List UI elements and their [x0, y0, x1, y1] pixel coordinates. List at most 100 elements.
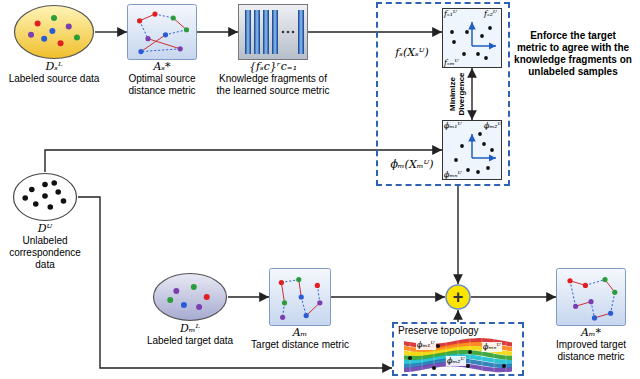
graph-link	[173, 18, 186, 30]
data-dot	[74, 35, 80, 41]
fragment-box: {fₛc}ʳc₌₁Knowledge fragments of the lear…	[212, 4, 334, 97]
set-symbol: Dₛᴸ	[4, 60, 104, 73]
shape-figure	[12, 172, 78, 222]
data-dot	[476, 170, 480, 174]
shape-figure	[127, 4, 197, 60]
data-caption: Unlabeled correspondence data	[2, 235, 88, 271]
data-dot	[181, 302, 187, 308]
ellipsis-dot	[287, 31, 290, 34]
data-dot	[480, 34, 484, 38]
data-ellipse: DₘᴸLabeled target data	[140, 272, 240, 347]
data-dot	[22, 195, 28, 201]
data-dot	[279, 280, 284, 285]
data-caption: Labeled target data	[140, 335, 240, 347]
data-dot	[42, 182, 48, 188]
axis-arrow	[471, 134, 473, 158]
axis-arrow	[472, 45, 496, 47]
fragment-caption: Knowledge fragments of the learned sourc…	[212, 73, 334, 97]
data-dot	[138, 49, 143, 54]
shape-holder	[269, 268, 331, 326]
data-dot	[137, 18, 142, 23]
set-symbol: Dₘᴸ	[140, 322, 240, 335]
data-dot	[61, 198, 67, 204]
metric-panel	[270, 269, 331, 326]
graph-link	[570, 281, 576, 307]
graph-link	[317, 285, 319, 302]
graph-link	[281, 283, 284, 303]
projection-box: fₛ(Xₛᵁ)fₛ₁ᵁfₛ₂ᵁfₛₘᵁ	[384, 8, 506, 70]
shape-figure	[152, 272, 228, 322]
fragment-bar	[263, 10, 269, 54]
fragment-panel	[239, 5, 308, 60]
shape-figure	[556, 268, 626, 326]
region-title: Preserve topology	[398, 325, 479, 337]
fragment-bar	[245, 10, 251, 54]
shape-holder	[152, 272, 228, 322]
shape-figure	[269, 268, 331, 326]
connector-arrow	[457, 186, 458, 284]
fragment-bar	[254, 10, 260, 54]
metric-caption: Improved target distance metric	[546, 339, 636, 363]
connector-arrow	[228, 296, 269, 297]
data-dot	[460, 144, 464, 148]
manifold-mesh	[410, 338, 411, 372]
data-dot	[466, 168, 470, 172]
shape-holder	[127, 4, 197, 60]
combine-circle: +	[445, 284, 471, 310]
embedding-panel	[443, 9, 502, 68]
shape-holder	[238, 4, 308, 60]
shape-figure	[238, 4, 308, 60]
data-dot	[145, 36, 150, 41]
set-outline	[14, 174, 77, 221]
data-dot	[583, 283, 588, 288]
point-label: ϕₘ₁ᵁ	[416, 340, 436, 350]
plus-sign: +	[445, 284, 471, 310]
data-dot	[612, 290, 617, 295]
data-dot	[196, 304, 202, 310]
data-dot	[436, 344, 440, 348]
data-dot	[49, 28, 55, 34]
metric-symbol: Aₛ*	[112, 60, 212, 73]
shape-figure	[13, 4, 95, 60]
data-caption: Labeled source data	[4, 73, 104, 85]
data-dot	[588, 299, 593, 304]
data-dot	[152, 11, 157, 16]
metric-symbol: Aₘ*	[546, 326, 636, 339]
point-label: ϕₘ₂ᵁ	[446, 356, 466, 366]
data-dot	[482, 142, 486, 146]
data-dot	[454, 158, 458, 162]
data-dot	[178, 46, 183, 51]
graph-link	[140, 21, 148, 39]
data-dot	[476, 52, 480, 56]
manifold-mesh	[446, 338, 447, 372]
data-dot	[58, 40, 64, 46]
embedding-panel	[443, 121, 502, 180]
graph-link	[299, 280, 301, 297]
data-dot	[51, 180, 57, 186]
metric-box: AₘTarget distance metric	[242, 268, 358, 351]
connector-arrow	[471, 68, 472, 120]
fragment-symbol: {fₛc}ʳc₌₁	[212, 60, 334, 73]
graph-link	[611, 292, 615, 313]
projection-symbol: ϕₘ(Xₘᵁ)	[384, 158, 440, 171]
data-dot	[602, 277, 607, 282]
metric-caption: Target distance metric	[242, 339, 358, 351]
projection-box: ϕₘ(Xₘᵁ)ϕₘ₁ᵁϕₘ₂ᵁϕₘₙᵁ	[384, 120, 506, 182]
set-outline	[154, 274, 227, 321]
data-dot	[33, 201, 39, 207]
data-dot	[28, 32, 34, 38]
metric-symbol: Aₘ	[242, 326, 358, 339]
graph-link	[281, 280, 298, 283]
projection-symbol: fₛ(Xₛᵁ)	[384, 46, 440, 59]
axis-arrow	[472, 157, 496, 159]
data-dot	[66, 23, 72, 29]
point-label: ϕₘₙᵁ	[482, 342, 502, 352]
fragment-bar	[272, 10, 278, 54]
data-dot	[280, 315, 285, 320]
data-dot	[573, 304, 578, 309]
data-dot	[466, 364, 470, 368]
connector-arrow	[457, 310, 458, 322]
connector-arrow	[78, 197, 392, 368]
graph-link	[585, 280, 605, 286]
